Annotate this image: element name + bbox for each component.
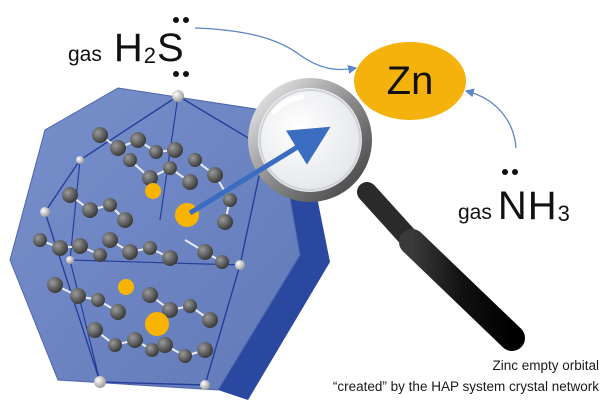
- unit-cell-edge: [69, 159, 81, 261]
- h2s-label: gas H2S: [68, 26, 185, 71]
- caption: Zinc empty orbital “created” by the HAP …: [333, 355, 599, 397]
- nh3-gas-prefix: gas: [458, 201, 492, 224]
- h2s-formula-subscript: 2: [143, 43, 157, 68]
- nh3-lone-pair-dots: [502, 169, 518, 175]
- nh3-connector-line: [464, 88, 517, 149]
- h2s-formula: H2S: [114, 26, 185, 70]
- h2s-gas-prefix: gas: [68, 43, 102, 66]
- caption-line-1: Zinc empty orbital: [492, 358, 599, 373]
- grey-atoms: [33, 127, 237, 363]
- h2s-formula-main: H: [113, 26, 144, 70]
- zinc-ellipse: [354, 42, 466, 120]
- unit-cell-edge: [159, 95, 179, 221]
- nh3-formula-main: NH: [497, 184, 558, 228]
- nh3-formula-subscript: 3: [557, 201, 571, 226]
- caption-line-2: “created” by the HAP system crystal netw…: [332, 379, 599, 394]
- h2s-lone-pair-dots: [173, 17, 189, 77]
- unit-cell-edge: [69, 259, 101, 383]
- h2s-formula-sulfur: S: [157, 26, 185, 70]
- nh3-formula: NH3: [498, 184, 571, 228]
- zinc-label: Zn: [386, 58, 434, 103]
- h2s-connector-line: [194, 27, 358, 74]
- zinc-atoms: [118, 183, 199, 336]
- orbital-arrow: [188, 126, 331, 216]
